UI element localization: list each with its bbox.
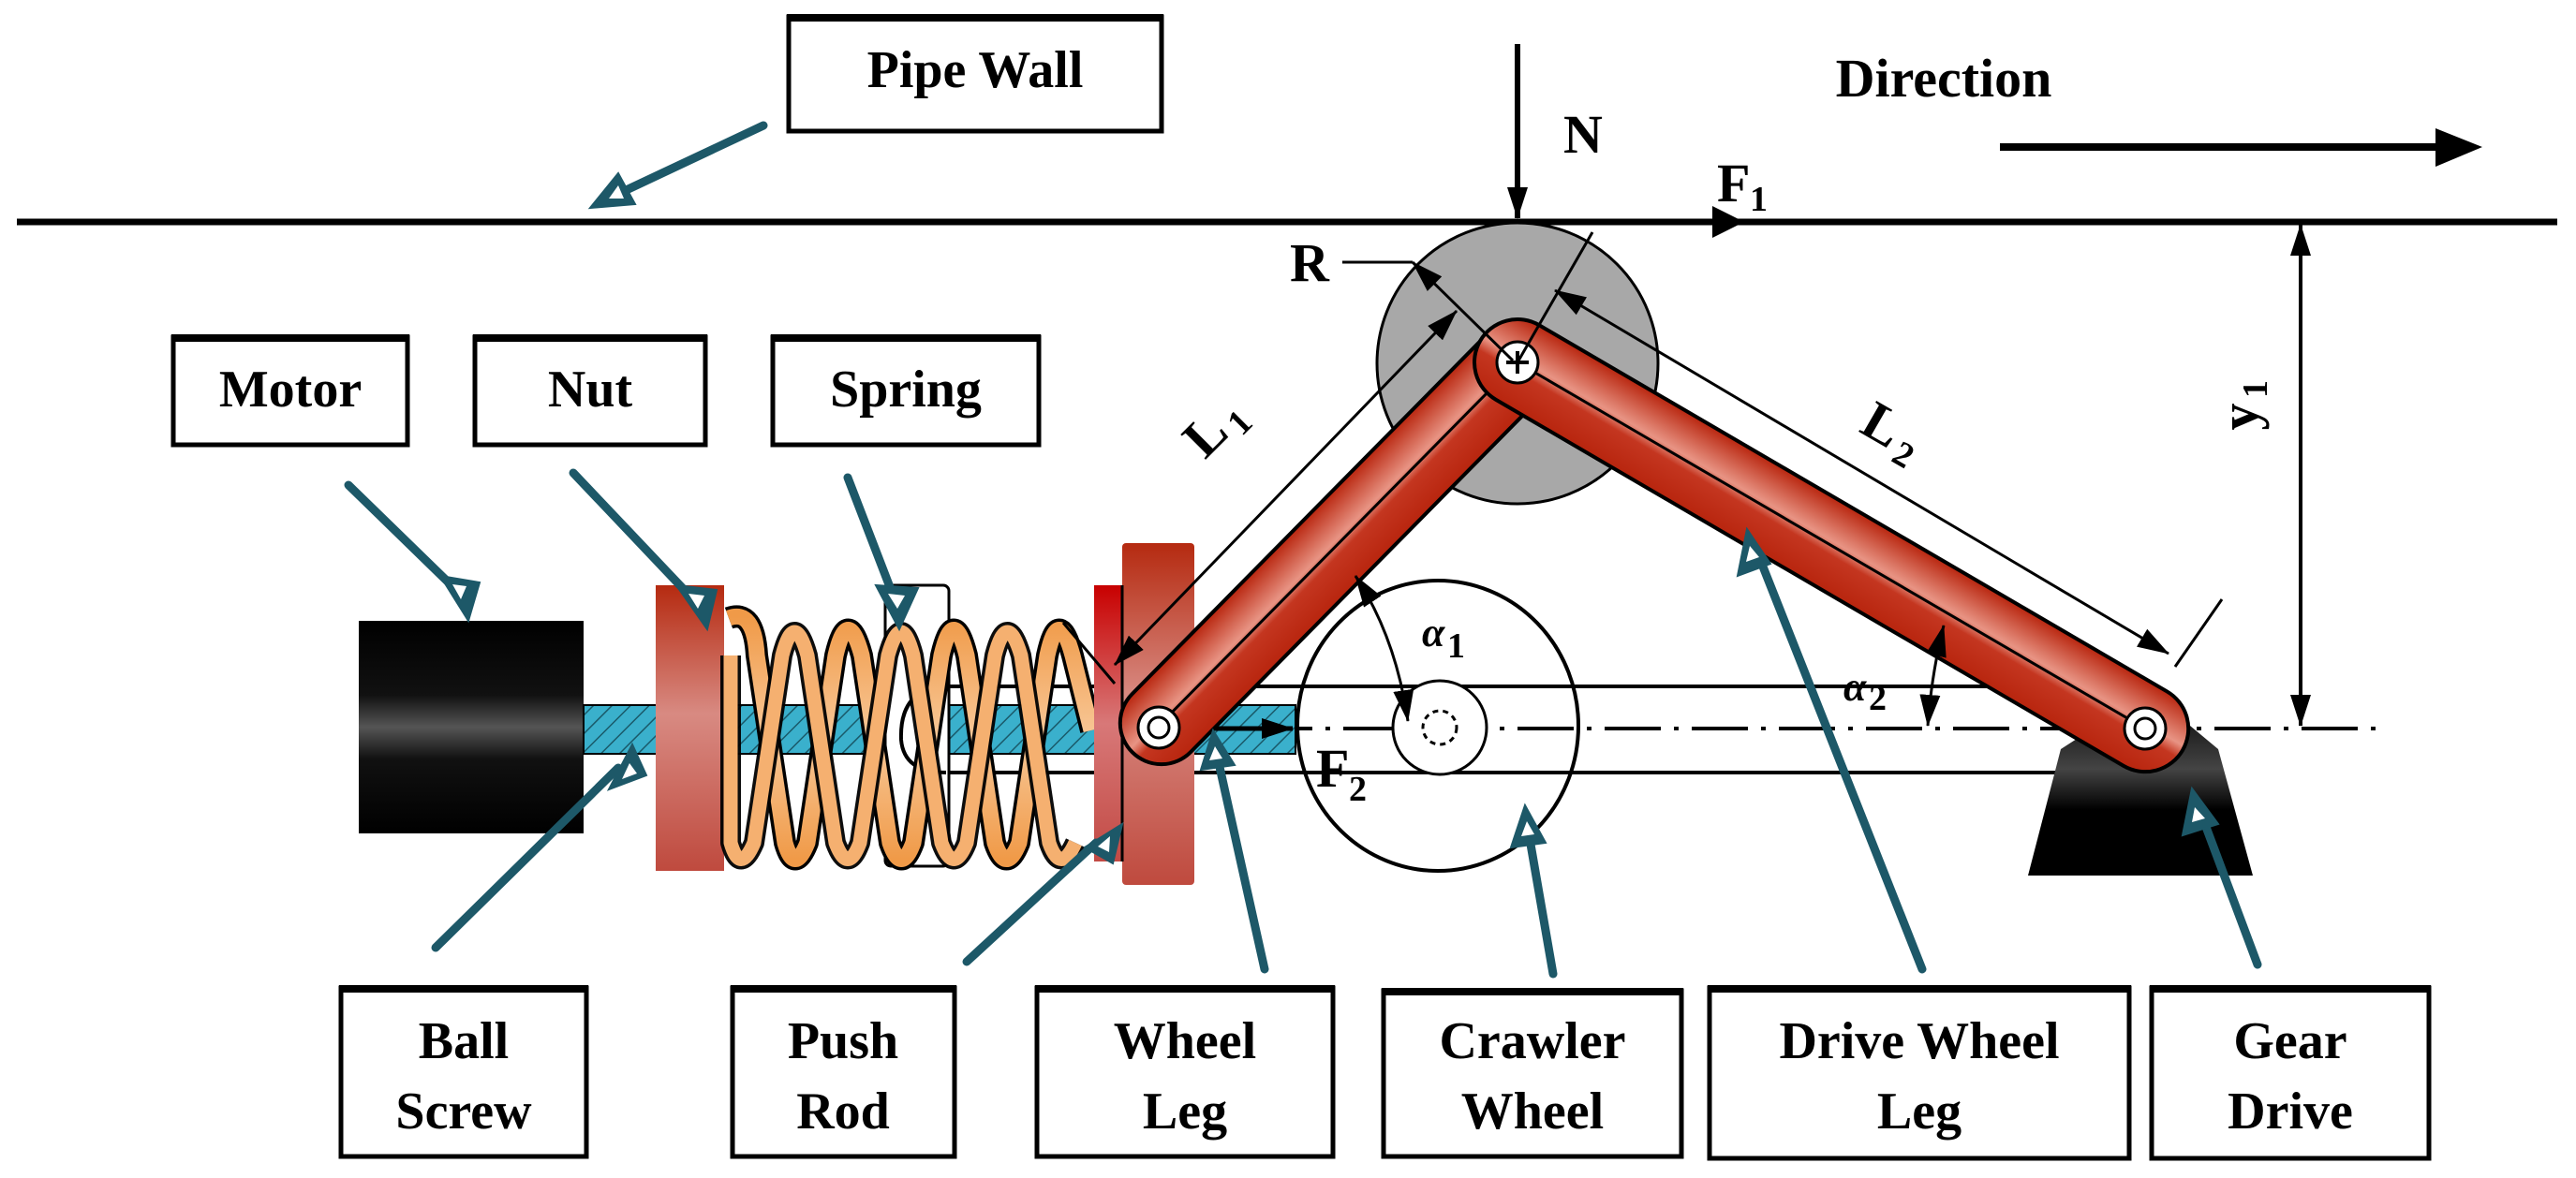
normal-force-label: N: [1563, 104, 1603, 165]
leader-nut: [569, 468, 718, 632]
pivot-bolt-gear-drive: [2123, 706, 2168, 751]
label-gear-drive-line1: Gear: [2233, 1012, 2347, 1070]
leader-spring: [843, 473, 920, 632]
f1-label: F 1: [1717, 153, 1768, 219]
f2-label-base: F: [1316, 738, 1349, 799]
alpha2-label: α 2: [1843, 664, 1887, 718]
label-nut-text: Nut: [548, 361, 633, 419]
alpha2-label-base: α: [1843, 664, 1867, 710]
label-spring: Spring: [770, 334, 1042, 448]
leader-pipe-wall: [587, 121, 768, 210]
leader-arrows: [344, 121, 2262, 979]
label-drive-wheel-leg-line1: Drive Wheel: [1779, 1012, 2059, 1070]
leader-motor: [344, 480, 481, 624]
leader-gear-drive: [2181, 786, 2262, 969]
label-spring-text: Spring: [830, 361, 982, 419]
radius-label: R: [1290, 232, 1330, 293]
label-pipe-wall-text: Pipe Wall: [867, 41, 1084, 99]
l2-label: L 2: [1852, 389, 1921, 477]
alpha1-arc: [1354, 575, 1414, 722]
motor-body: [359, 621, 584, 833]
direction-arrowhead: [2435, 128, 2482, 167]
label-push-rod-line1: Push: [788, 1012, 898, 1070]
label-wheel-leg-line1: Wheel: [1114, 1012, 1256, 1070]
pivot-bolt-wheel-leg: [1136, 705, 1181, 750]
direction-label: Direction: [1836, 48, 2052, 109]
label-drive-wheel-leg-line2: Leg: [1877, 1082, 1962, 1141]
f1-force-arrowhead: [1712, 206, 1744, 238]
f2-label-sub: 2: [1349, 770, 1367, 809]
f1-label-base: F: [1717, 153, 1750, 214]
label-wheel-leg-line2: Leg: [1143, 1082, 1227, 1141]
r-dim-arrow: [1411, 260, 1515, 362]
l1-dimension: [1113, 309, 1458, 667]
f2-label: F 2: [1316, 738, 1367, 809]
push-rod-plate-inner: [1094, 585, 1122, 861]
l1-label: L 1: [1171, 401, 1261, 469]
leader-push-rod: [962, 821, 1124, 966]
spring-coils: [720, 605, 1103, 871]
label-crawler-wheel-line1: Crawler: [1439, 1012, 1625, 1070]
y1-label-base: y: [2209, 404, 2270, 431]
leader-ball-screw: [431, 742, 648, 952]
leader-drive-wheel-leg: [1736, 526, 1927, 974]
alpha2-label-sub: 2: [1869, 679, 1887, 718]
label-push-rod: Push Rod: [730, 985, 957, 1159]
nut-disc: [656, 585, 724, 871]
drive-wheel-leg-link: [1473, 317, 2191, 774]
label-push-rod-line2: Rod: [796, 1082, 890, 1141]
label-crawler-wheel-line2: Wheel: [1461, 1082, 1604, 1141]
label-motor-text: Motor: [219, 361, 362, 419]
leader-wheel-leg: [1199, 728, 1269, 974]
alpha2-arc: [1919, 625, 1947, 727]
label-ball-screw-line1: Ball: [419, 1012, 509, 1070]
alpha1-label-sub: 1: [1447, 626, 1465, 666]
crawler-wheel-hub: [1391, 679, 1488, 776]
label-gear-drive-line2: Drive: [2228, 1082, 2353, 1141]
y1-label-sub: 1: [2236, 380, 2275, 398]
alpha1-label-base: α: [1422, 610, 1445, 655]
label-nut: Nut: [472, 334, 708, 448]
alpha1-label: α 1: [1422, 610, 1465, 666]
label-drive-wheel-leg: Drive Wheel Leg: [1707, 985, 2132, 1161]
label-ball-screw: Ball Screw: [338, 985, 589, 1159]
leader-crawler-wheel: [1509, 803, 1558, 979]
f1-label-sub: 1: [1750, 180, 1768, 219]
label-motor: Motor: [170, 334, 410, 448]
y1-label: y 1: [2209, 380, 2275, 431]
label-gear-drive: Gear Drive: [2149, 985, 2432, 1161]
label-ball-screw-line2: Screw: [395, 1082, 532, 1141]
label-crawler-wheel: Crawler Wheel: [1381, 988, 1684, 1159]
l2-dimension: [1554, 288, 2169, 655]
gear-drive-base: [2028, 712, 2253, 876]
label-pipe-wall: Pipe Wall: [786, 14, 1164, 134]
label-wheel-leg: Wheel Leg: [1034, 985, 1336, 1159]
